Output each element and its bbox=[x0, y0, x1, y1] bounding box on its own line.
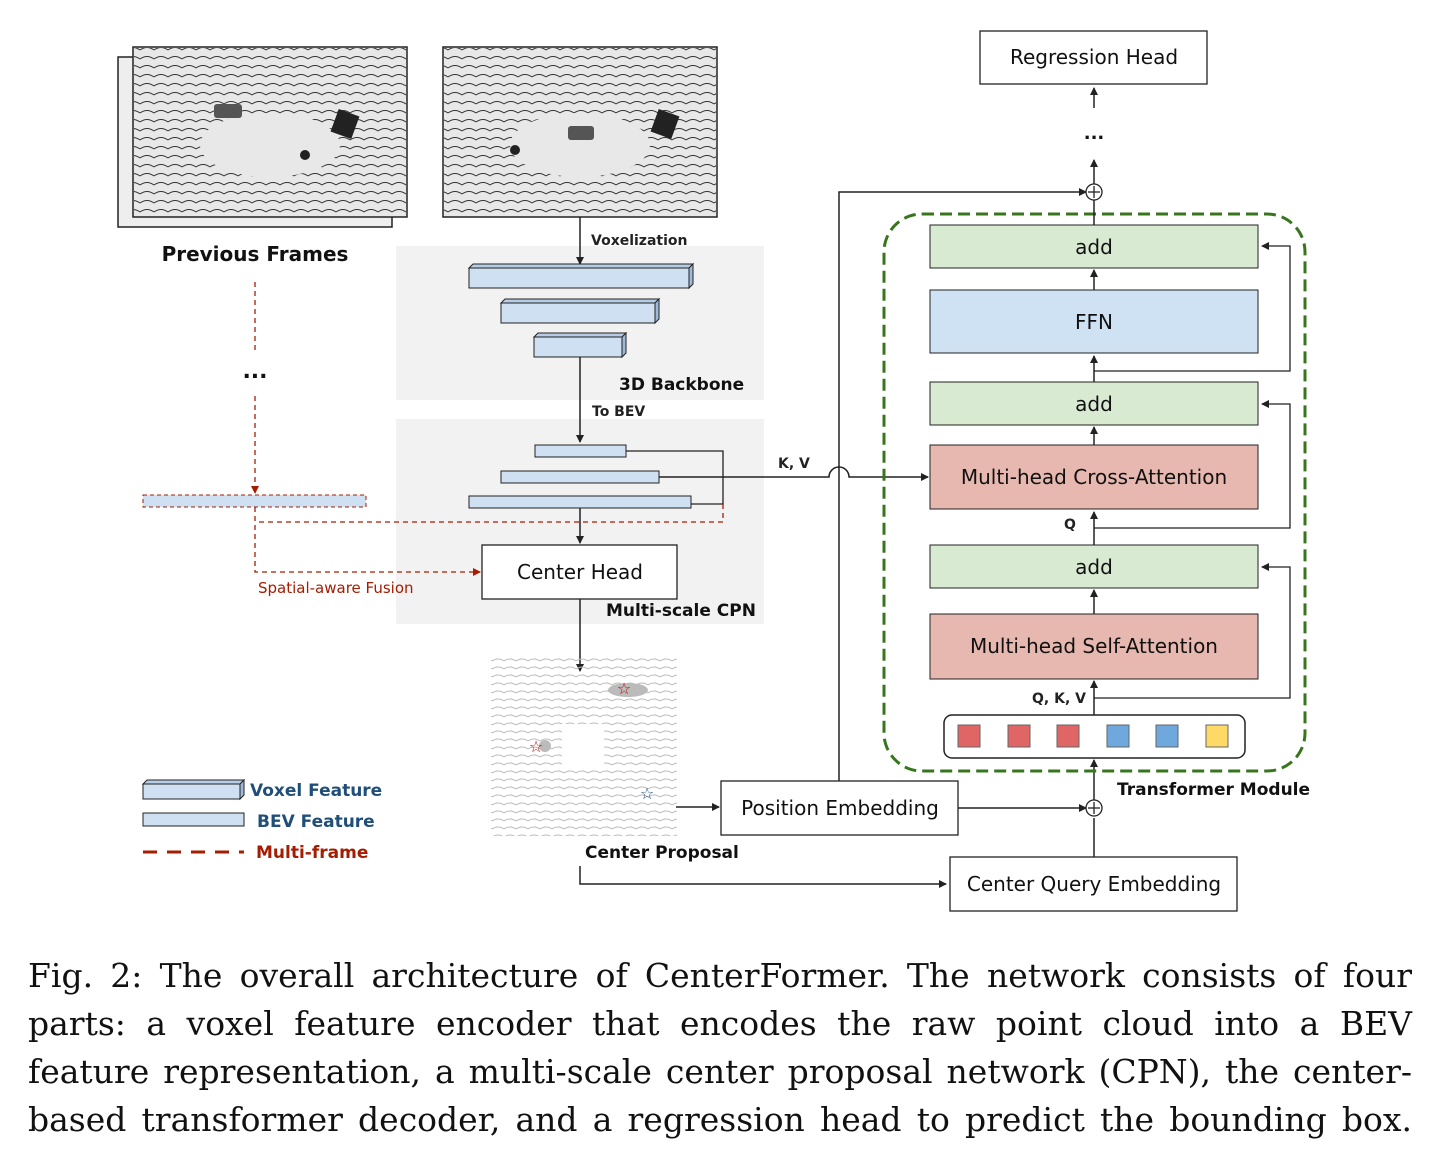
bev-feature-previous bbox=[142, 494, 367, 508]
ffn-label: FFN bbox=[1075, 310, 1113, 334]
voxel-feature-block-1 bbox=[467, 262, 695, 290]
add-box-mid bbox=[929, 381, 1259, 426]
proposal-star-1: ☆ bbox=[617, 679, 631, 698]
self-attention-box bbox=[929, 613, 1259, 680]
legend-bev-swatch bbox=[142, 812, 245, 827]
add-label-top: add bbox=[1075, 235, 1113, 259]
query-token-yellow bbox=[1205, 724, 1229, 748]
voxelization-label: Voxelization bbox=[591, 233, 687, 249]
add-box-bottom bbox=[929, 544, 1259, 589]
previous-frames-image bbox=[117, 46, 408, 228]
position-embedding-label: Position Embedding bbox=[741, 796, 939, 820]
query-tokens-box bbox=[943, 714, 1246, 759]
bev-feature-large bbox=[468, 495, 692, 509]
ffn-box bbox=[929, 289, 1259, 354]
center-query-embedding-label: Center Query Embedding bbox=[967, 872, 1221, 896]
frames-ellipsis: ... bbox=[242, 359, 267, 384]
plus-node-top bbox=[1085, 183, 1103, 201]
qkv-label: Q, K, V bbox=[1032, 691, 1086, 707]
caption-line: parts: a voxel feature encoder that enco… bbox=[28, 1004, 1412, 1043]
regression-head-label: Regression Head bbox=[1010, 45, 1178, 69]
figure-caption: Fig. 2: The overall architecture of Cent… bbox=[28, 952, 1412, 1144]
add-label-bottom: add bbox=[1075, 555, 1113, 579]
query-tokens bbox=[957, 724, 1229, 748]
q-label: Q bbox=[1064, 517, 1076, 533]
proposal-star-3: ☆ bbox=[640, 784, 654, 803]
query-token-red bbox=[1007, 724, 1031, 748]
cross-attention-label: Multi-head Cross-Attention bbox=[961, 465, 1227, 489]
kv-label: K, V bbox=[778, 456, 810, 472]
to-bev-label: To BEV bbox=[592, 404, 645, 420]
add-label-mid: add bbox=[1075, 392, 1113, 416]
legend-voxel-swatch bbox=[141, 778, 246, 801]
center-proposal-label: Center Proposal bbox=[585, 843, 739, 863]
center-query-embedding-box bbox=[949, 856, 1238, 912]
backbone-label: 3D Backbone bbox=[619, 375, 744, 395]
top-dots: ... bbox=[1084, 123, 1105, 144]
cpn-label: Multi-scale CPN bbox=[606, 601, 756, 621]
cross-attention-box bbox=[929, 444, 1259, 510]
previous-frames-label: Previous Frames bbox=[162, 242, 349, 266]
caption-line: Fig. 2: The overall architecture of Cent… bbox=[28, 956, 1412, 995]
caption-line: based transformer decoder, and a regress… bbox=[28, 1100, 1412, 1139]
center-head-label: Center Head bbox=[517, 560, 643, 584]
legend-voxel-label: Voxel Feature bbox=[250, 781, 382, 801]
legend-multiframe-label: Multi-frame bbox=[256, 843, 368, 863]
legend: Voxel Feature BEV Feature Multi-frame bbox=[141, 778, 382, 863]
caption-line: feature representation, a multi-scale ce… bbox=[28, 1052, 1412, 1091]
query-token-red bbox=[1056, 724, 1080, 748]
legend-bev-label: BEV Feature bbox=[257, 812, 375, 832]
regression-head-box bbox=[979, 30, 1208, 85]
center-proposal-image bbox=[491, 656, 677, 836]
architecture-diagram: Previous Frames Voxelization 3D Backbone… bbox=[117, 30, 1310, 912]
query-token-blue bbox=[1106, 724, 1130, 748]
query-token-blue bbox=[1155, 724, 1179, 748]
proposal-star-2: ☆ bbox=[529, 737, 543, 756]
self-attention-label: Multi-head Self-Attention bbox=[970, 634, 1218, 658]
bev-feature-medium bbox=[500, 470, 660, 484]
position-embedding-box bbox=[720, 780, 959, 836]
query-token-red bbox=[957, 724, 981, 748]
voxel-feature-block-3 bbox=[532, 331, 628, 359]
voxel-feature-block-2 bbox=[499, 297, 661, 325]
bev-feature-small bbox=[534, 444, 627, 458]
plus-node-lower bbox=[1085, 799, 1103, 817]
current-frame-image bbox=[442, 46, 718, 218]
spatial-fusion-label: Spatial-aware Fusion bbox=[258, 579, 414, 597]
transformer-module-label: Transformer Module bbox=[1117, 780, 1310, 800]
add-box-top bbox=[929, 224, 1259, 269]
